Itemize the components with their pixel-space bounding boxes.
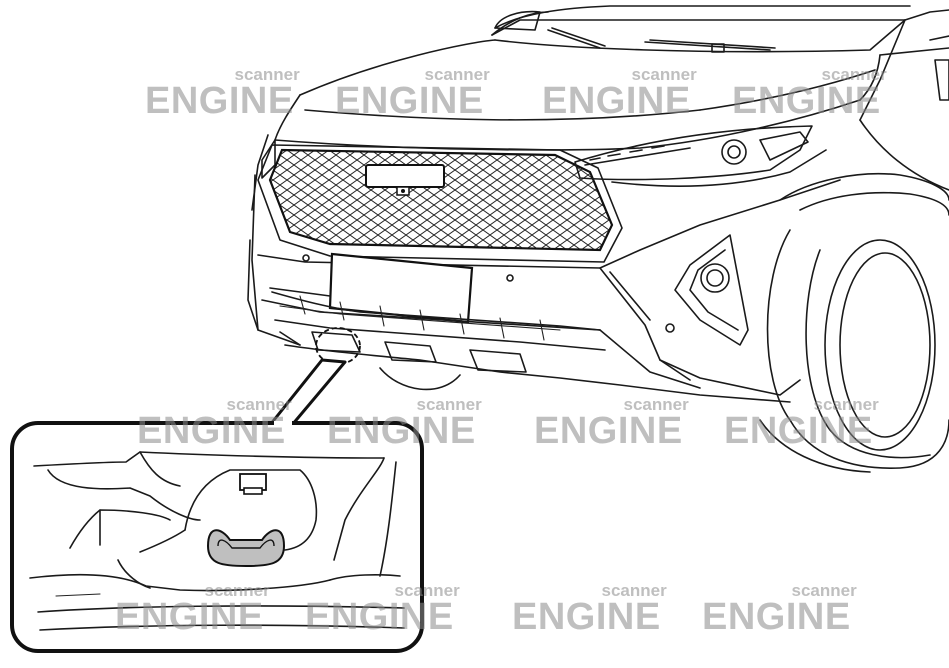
right-headlight [574,125,827,187]
fog-light [665,234,749,346]
callout-pointer [268,358,347,427]
detail-inset [10,421,424,653]
front-grille [257,144,623,263]
windshield [491,5,911,53]
detail-circle [315,327,361,365]
side-body [859,9,949,191]
skid-plate [279,329,801,403]
front-wheel [759,172,949,473]
left-headlight [251,134,276,331]
